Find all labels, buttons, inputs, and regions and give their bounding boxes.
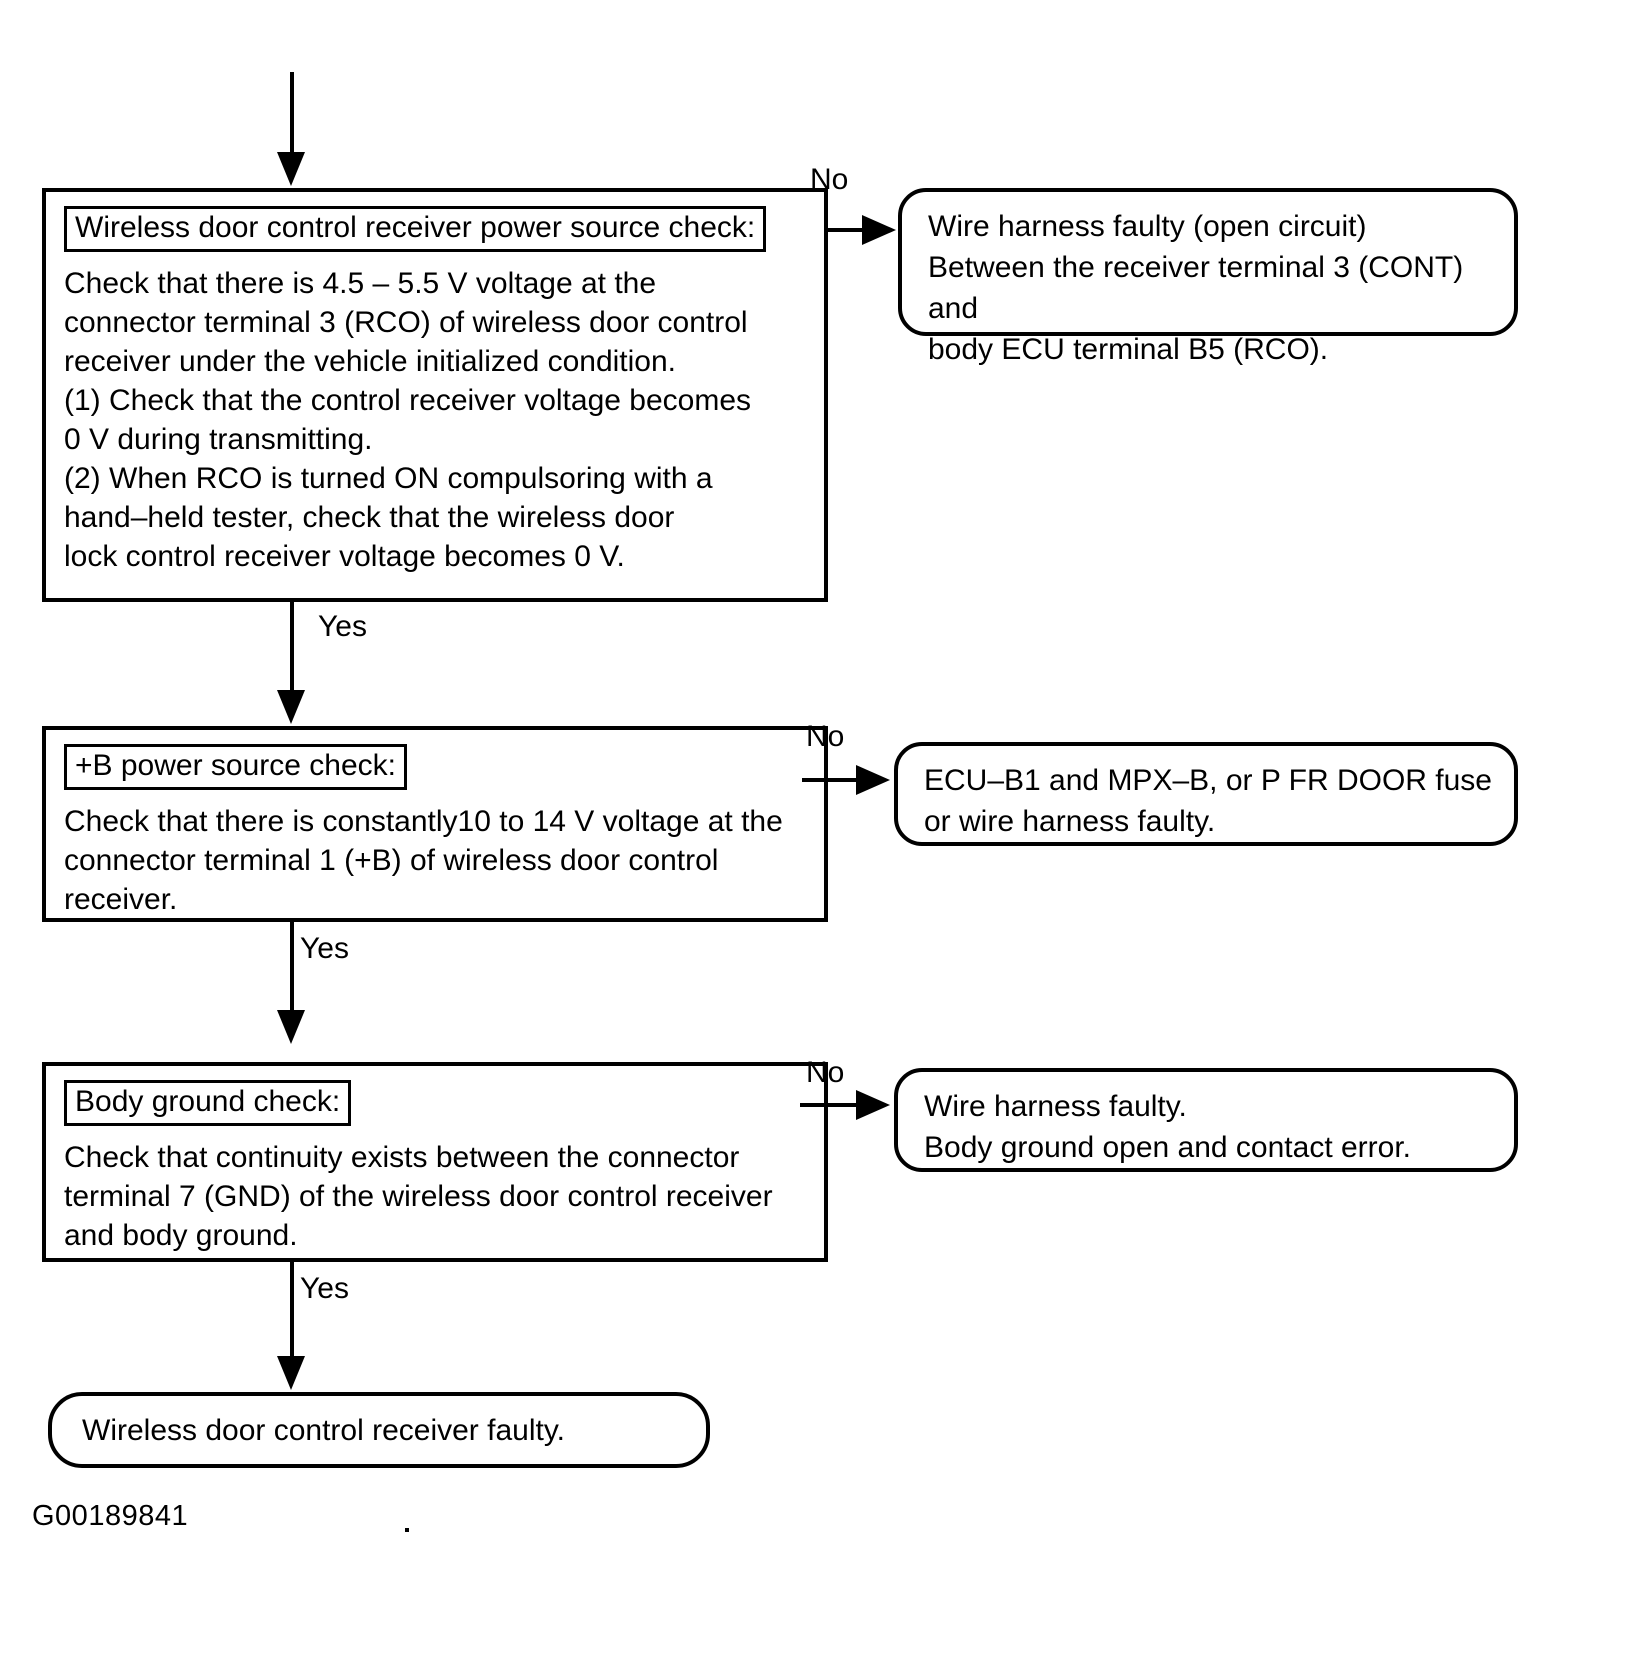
check-title-step-1: Wireless door control receiver power sou…: [64, 206, 767, 252]
yes-arrow-head-step-2: [277, 1010, 305, 1044]
result-box-step-2[interactable]: ECU–B1 and MPX–B, or P FR DOOR fuse or w…: [894, 742, 1518, 846]
check-title-step-2: +B power source check:: [64, 744, 407, 790]
yes-connector-line-step-1: [290, 602, 294, 694]
yes-arrow-head-step-3: [277, 1356, 305, 1390]
no-connector-line-step-1: [828, 228, 868, 232]
branch-label-yes-step-1: Yes: [318, 610, 367, 643]
check-box-step-3[interactable]: Body ground check: Check that continuity…: [42, 1062, 828, 1262]
check-box-step-1[interactable]: Wireless door control receiver power sou…: [42, 188, 828, 602]
footer-dot-mark: [405, 1528, 409, 1532]
check-inner-step-1: Wireless door control receiver power sou…: [46, 192, 824, 576]
no-connector-line-step-3: [800, 1103, 862, 1107]
no-arrow-head-step-3: [856, 1090, 890, 1120]
no-arrow-head-step-2: [856, 765, 890, 795]
result-box-step-1[interactable]: Wire harness faulty (open circuit) Betwe…: [898, 188, 1518, 366]
check-box-step-2[interactable]: +B power source check: Check that there …: [42, 726, 828, 922]
check-inner-step-3: Body ground check: Check that continuity…: [46, 1066, 824, 1255]
result-text-step-3: Wire harness faulty. Body ground open an…: [924, 1090, 1412, 1164]
terminal-box-result[interactable]: Wireless door control receiver faulty.: [48, 1392, 710, 1468]
result-text-step-2: ECU–B1 and MPX–B, or P FR DOOR fuse or w…: [924, 764, 1492, 838]
branch-label-yes-step-3: Yes: [300, 1272, 349, 1305]
figure-code: G00189841: [32, 1500, 189, 1532]
yes-connector-line-step-2: [290, 922, 294, 1014]
branch-label-no-step-1: No: [810, 163, 849, 196]
branch-label-no-step-2: No: [806, 720, 845, 753]
terminal-label: Wireless door control receiver faulty.: [82, 1413, 565, 1447]
check-inner-step-2: +B power source check: Check that there …: [46, 730, 824, 919]
result-box-step-3[interactable]: Wire harness faulty. Body ground open an…: [894, 1068, 1518, 1172]
no-arrow-head-step-1: [862, 215, 896, 245]
yes-arrow-head-step-1: [277, 690, 305, 724]
result-text-step-1: Wire harness faulty (open circuit) Betwe…: [928, 210, 1464, 366]
entry-connector-line: [290, 72, 294, 156]
branch-label-yes-step-2: Yes: [300, 932, 349, 965]
check-title-step-3: Body ground check:: [64, 1080, 352, 1126]
check-body-step-3: Check that continuity exists between the…: [64, 1141, 773, 1252]
no-connector-line-step-2: [802, 778, 862, 782]
check-body-step-2: Check that there is constantly10 to 14 V…: [64, 805, 783, 916]
yes-connector-line-step-3: [290, 1262, 294, 1360]
entry-arrow-head: [277, 152, 305, 186]
check-body-step-1: Check that there is 4.5 – 5.5 V voltage …: [64, 267, 751, 573]
branch-label-no-step-3: No: [806, 1056, 845, 1089]
